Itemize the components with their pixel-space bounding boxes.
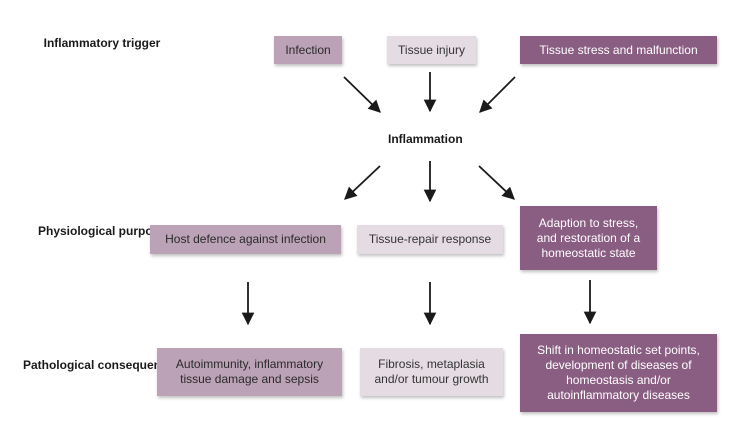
purpose-repair-text: Tissue-repair response: [368, 232, 492, 246]
row-label-consequences: Pathological consequences: [22, 358, 182, 372]
trigger-injury-box: Tissue injury: [387, 36, 476, 64]
trigger-stress-box: Tissue stress and malfunction: [520, 36, 717, 64]
consequence-fibrosis-box: Fibrosis, metaplasia and/or tumour growt…: [360, 348, 503, 396]
purpose-adaption-box: Adaption to stress, and restoration of a…: [520, 206, 657, 270]
purpose-host-text: Host defence against infection: [165, 232, 326, 246]
trigger-injury-text: Tissue injury: [398, 42, 465, 57]
inflammation-label: Inflammation: [388, 132, 463, 146]
trigger-stress-text: Tissue stress and malfunction: [539, 42, 698, 57]
consequence-fibrosis-text: Fibrosis, metaplasia and/or tumour growt…: [374, 357, 489, 386]
purpose-adaption-text: Adaption to stress, and restoration of a…: [536, 215, 641, 260]
consequence-auto-text: Autoimmunity, inflammatory tissue damage…: [175, 357, 324, 386]
row-label-purpose: Physiological purpose: [37, 224, 167, 238]
trigger-infection-box: Infection: [274, 36, 342, 64]
row-label-trigger: Inflammatory trigger: [43, 36, 161, 50]
consequence-shift-text: Shift in homeostatic set points, develop…: [537, 343, 700, 402]
trigger-infection-text: Infection: [285, 42, 331, 57]
consequence-shift-box: Shift in homeostatic set points, develop…: [520, 334, 717, 412]
purpose-host-box: Host defence against infection: [150, 225, 341, 254]
consequence-auto-box: Autoimmunity, inflammatory tissue damage…: [157, 348, 342, 396]
arrow-inflammation-to-host: [344, 165, 381, 200]
arrow-stress-to-inflammation: [479, 76, 516, 113]
arrow-inflammation-to-adaption: [478, 165, 515, 200]
arrow-infection-to-inflammation: [343, 76, 381, 113]
purpose-repair-box: Tissue-repair response: [357, 225, 503, 254]
